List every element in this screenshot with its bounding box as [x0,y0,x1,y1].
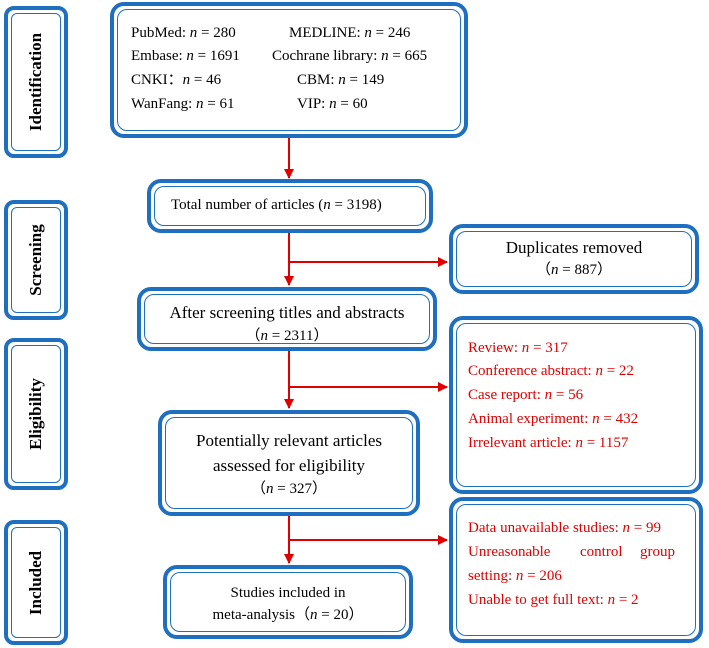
included-line2: meta-analysis（n = 20） [212,607,364,623]
exclusion-case-report: Case report: n = 56 [468,387,584,403]
stage-label-identification: Identification [26,32,45,132]
source-cochrane: Cochrane library: n = 665 [272,48,428,64]
identification-box [110,2,468,138]
exclusion-box-eligibility [449,497,703,643]
included-box [163,565,413,639]
exclusion-conference: Conference abstract: n = 22 [468,363,634,379]
stage-label-screening: Screening [26,224,45,296]
source-vip: VIP: n = 60 [297,96,368,112]
stage-screening: Screening [4,200,68,320]
source-embase: Embase: n = 1691 [131,48,240,64]
included-line1: Studies included in [230,585,346,601]
exclusion-control-setting: setting: n = 206 [468,568,562,584]
exclusion-no-full-text: Unable to get full text: n = 2 [468,592,639,608]
stage-included: Included [4,520,68,645]
duplicates-box [449,224,699,294]
exclusion-animal: Animal experiment: n = 432 [468,411,639,427]
source-cnki: CNKI：n = 46 [131,72,222,88]
total-box [147,179,433,233]
stage-eligibility: Eligibility [4,338,68,490]
screened-title: After screening titles and abstracts [169,303,405,322]
source-cbm: CBM: n = 149 [297,72,385,88]
stage-label-eligibility: Eligibility [26,378,45,450]
exclusion-unreasonable-2: control [580,544,623,560]
total-text: Total number of articles (n = 3198) [171,197,382,213]
stage-identification: Identification [4,6,68,158]
screened-count: （n = 2311） [245,328,329,344]
eligible-line1: Potentially relevant articles [196,431,382,450]
exclusion-unreasonable-3: group [640,544,675,560]
eligible-line2: assessed for eligibility [212,456,366,475]
eligible-count: （n = 327） [251,481,327,497]
eligible-box [158,410,420,516]
source-pubmed: PubMed: n = 280 [131,25,236,41]
exclusion-irrelevant: Irrelevant article: n = 1157 [468,435,629,451]
duplicates-title: Duplicates removed [505,238,643,257]
exclusion-unreasonable-1: Unreasonable [468,544,551,560]
screened-box [137,287,437,351]
exclusion-data-unavailable: Data unavailable studies: n = 99 [468,520,662,536]
source-wanfang: WanFang: n = 61 [131,96,235,112]
exclusion-review: Review: n = 317 [468,340,568,356]
stage-label-included: Included [26,550,45,615]
source-medline: MEDLINE: n = 246 [289,25,411,41]
exclusion-box-screening [449,316,703,494]
duplicates-count: （n = 887） [536,262,612,278]
